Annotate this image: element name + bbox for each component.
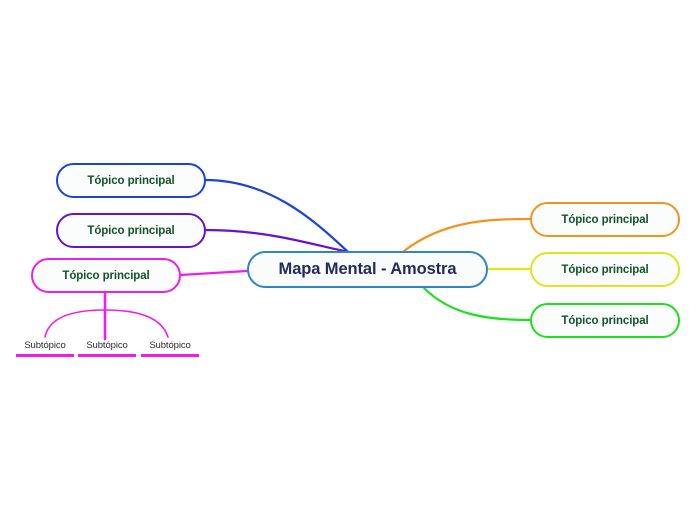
central-node[interactable]: Mapa Mental - Amostra [247, 251, 488, 288]
connector-left-2 [203, 228, 351, 254]
topic-node-left-1[interactable]: Tópico principal [56, 163, 206, 198]
topic-node-right-3[interactable]: Tópico principal [530, 303, 680, 338]
subtopic-node-2[interactable]: Subtópico [76, 339, 138, 357]
connector-right-1 [402, 217, 532, 253]
topic-node-left-3-label: Tópico principal [62, 269, 150, 282]
topic-node-left-2[interactable]: Tópico principal [56, 213, 206, 248]
topic-node-right-1-label: Tópico principal [561, 213, 649, 226]
subtopic-node-3[interactable]: Subtópico [139, 339, 201, 357]
topic-node-right-1[interactable]: Tópico principal [530, 202, 680, 237]
topic-node-left-2-label: Tópico principal [87, 224, 175, 237]
topic-node-right-3-label: Tópico principal [561, 314, 649, 327]
topic-node-left-1-label: Tópico principal [87, 174, 175, 187]
subtopic-underline-3 [141, 354, 199, 357]
connector-subtopic-2 [104, 309, 169, 338]
topic-node-right-2-label: Tópico principal [561, 263, 649, 276]
subtopic-underline-1 [16, 354, 74, 357]
connector-subtopic-1 [44, 309, 106, 338]
subtopic-node-1-label: Subtópico [24, 340, 66, 351]
subtopic-node-3-label: Subtópico [149, 340, 191, 351]
central-node-label: Mapa Mental - Amostra [278, 260, 457, 278]
connector-right-3 [422, 286, 532, 322]
subtopic-underline-2 [78, 354, 136, 357]
subtopic-node-2-label: Subtópico [86, 340, 128, 351]
subtopic-node-1[interactable]: Subtópico [14, 339, 76, 357]
connector-left-3 [178, 269, 249, 277]
topic-node-left-3[interactable]: Tópico principal [31, 258, 181, 293]
connector-left-1 [203, 178, 349, 253]
topic-node-right-2[interactable]: Tópico principal [530, 252, 680, 287]
